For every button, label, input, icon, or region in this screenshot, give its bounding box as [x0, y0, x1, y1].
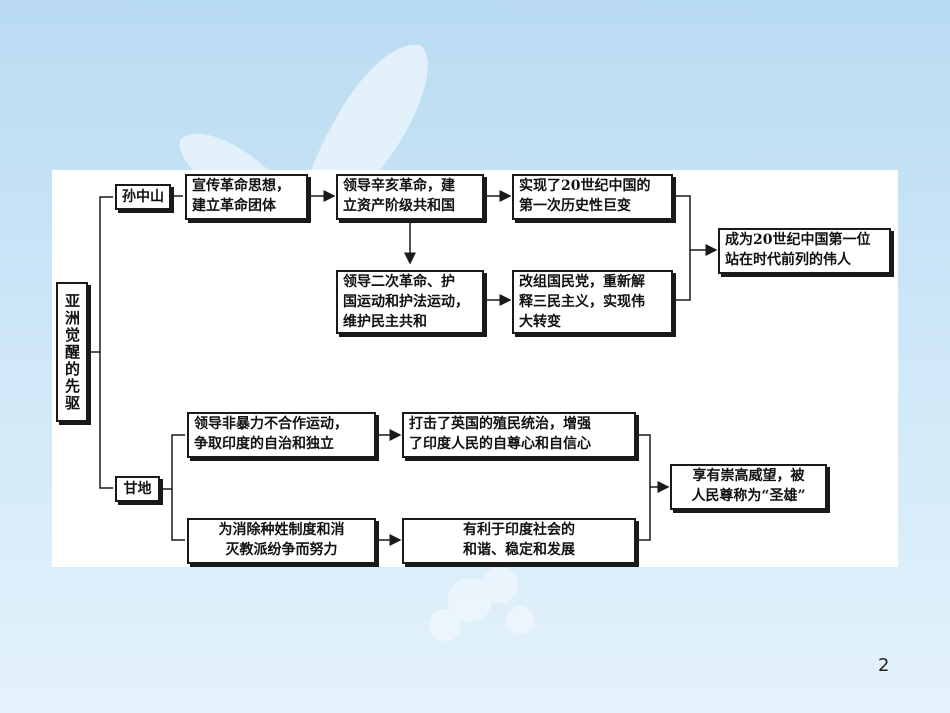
- sun-name-node: 孙中山: [115, 184, 171, 210]
- sun-step3-node: 实现了20世纪中国的 第一次历史性巨变: [512, 174, 673, 220]
- page-number: 2: [878, 655, 890, 676]
- gandhi-step4-node: 有利于印度社会的 和谐、稳定和发展: [402, 518, 636, 564]
- gandhi-result-node: 享有崇高威望，被 人民尊称为“圣雄”: [670, 464, 827, 510]
- sun-step4-node: 领导二次革命、护 国运动和护法运动， 维护民主共和: [336, 270, 484, 334]
- root-node: 亚洲觉醒的先驱: [56, 282, 88, 422]
- gandhi-step2-node: 打击了英国的殖民统治，增强 了印度人民的自尊心和自信心: [402, 412, 636, 458]
- sun-step1-node: 宣传革命思想， 建立革命团体: [185, 174, 308, 220]
- gandhi-step1-node: 领导非暴力不合作运动， 争取印度的自治和独立: [187, 412, 376, 458]
- gandhi-name-node: 甘地: [115, 476, 160, 502]
- sun-step5-node: 改组国民党，重新解 释三民主义，实现伟 大转变: [512, 270, 673, 334]
- sun-result-node: 成为20世纪中国第一位 站在时代前列的伟人: [718, 228, 891, 274]
- gandhi-step3-node: 为消除种姓制度和消 灭教派纷争而努力: [187, 518, 376, 564]
- flower-icon: [429, 567, 534, 641]
- sun-step2-node: 领导辛亥革命，建 立资产阶级共和国: [336, 174, 484, 220]
